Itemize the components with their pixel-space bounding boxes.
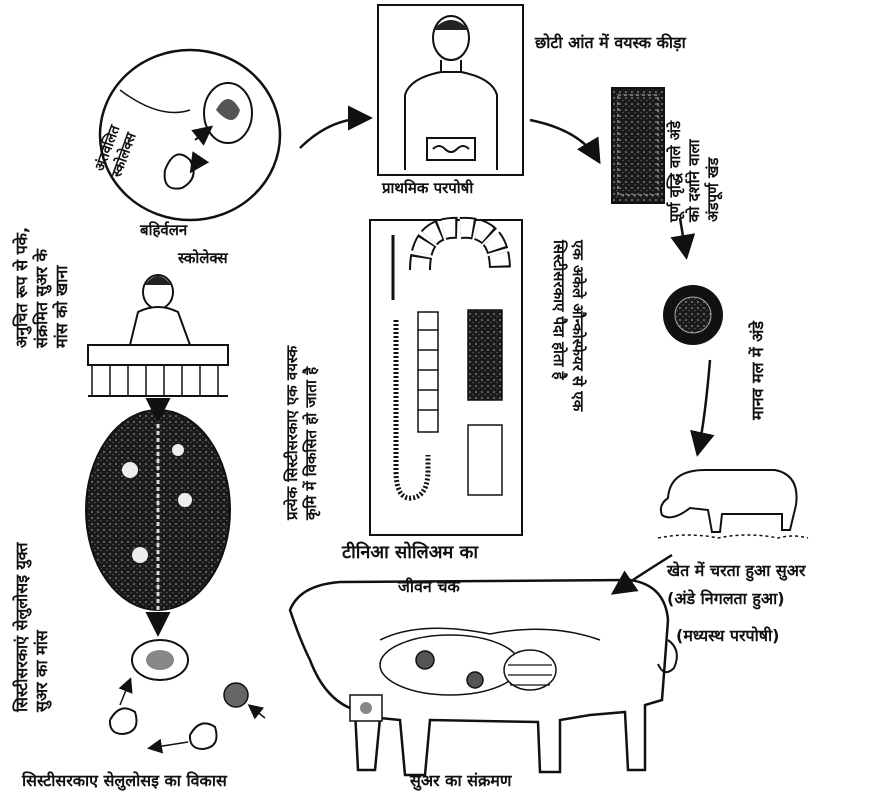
eating-pork-label: अनुचित रूप से पके, संक्रमित सुअर के मांस… bbox=[12, 227, 72, 348]
pork-with-cysts-label-2: सुअर का मांस bbox=[32, 543, 52, 712]
eating-pork-label-1: अनुचित रूप से पके, bbox=[12, 227, 32, 348]
pork-with-cysts-label: सिस्टीसरकाएं सेलुलोसइ युक्त सुअर का मांस bbox=[12, 543, 52, 712]
pork-with-cysts-label-1: सिस्टीसरकाएं सेलुलोसइ युक्त bbox=[12, 543, 32, 712]
pig-grazing-label-3: (मध्यस्थ परपोषी) bbox=[676, 627, 779, 645]
eating-pork-label-3: मांस को खाना bbox=[52, 227, 72, 348]
one-embryo-label: एक अकेले औन्कोस्फेयर से एक सिस्टीसरकाए प… bbox=[550, 240, 588, 411]
cysticercus-to-adult-label-1: प्रत्येक सिस्टीसरकाए एक वयस्क bbox=[283, 346, 302, 520]
adult-worm-box bbox=[370, 220, 522, 535]
pig-infection-label: सुअर का संक्रमण bbox=[410, 772, 511, 790]
evaginated-scolex-label-1: बहिर्वलन bbox=[140, 222, 187, 239]
evaginated-scolex-label-2: स्कोलेक्स bbox=[178, 250, 228, 267]
eating-pork-label-2: संक्रमित सुअर के bbox=[32, 227, 52, 348]
gravid-segment-label-2: को दर्शाने वाला bbox=[685, 121, 704, 222]
pork-with-cysts-figure bbox=[86, 410, 230, 610]
diagram-title-line2: जीवन चक bbox=[398, 578, 460, 596]
pig-grazing-label-2: (अंडे निगलता हुआ) bbox=[667, 590, 785, 608]
one-embryo-label-1: एक अकेले औन्कोस्फेयर से एक bbox=[568, 240, 587, 411]
primary-host-figure bbox=[378, 5, 523, 175]
cysticercus-to-adult-label-2: कृमि में विकसित हो जाता है bbox=[302, 346, 321, 520]
grazing-pig-figure bbox=[658, 470, 808, 538]
primary-host-label: प्राथमिक परपोषी bbox=[382, 180, 473, 197]
gravid-segment-label: पूर्ण वृद्धि वाले अंडे को दर्शाने वाला अ… bbox=[666, 121, 722, 222]
gravid-segment-label-3: अंडपूर्ण खंड bbox=[704, 121, 723, 222]
man-eating-figure bbox=[88, 275, 228, 396]
gravid-proglottid-figure bbox=[612, 88, 664, 203]
one-embryo-label-2: सिस्टीसरकाए पैदा होता है bbox=[550, 240, 569, 411]
egg-figure bbox=[663, 285, 723, 345]
pig-grazing-label-1: खेत में चरता हुआ सुअर bbox=[667, 562, 805, 580]
infected-pig-figure bbox=[290, 580, 677, 775]
adult-worm-label: छोटी आंत में वयस्क कीड़ा bbox=[535, 34, 686, 52]
diagram-title-line1: टीनिआ सोलिअम का bbox=[342, 543, 478, 564]
cysticercus-to-adult-label: प्रत्येक सिस्टीसरकाए एक वयस्क कृमि में व… bbox=[283, 346, 321, 520]
cysticercus-development-label: सिस्टीसरकाए सेलुलोसइ का विकास bbox=[22, 772, 227, 790]
eggs-in-feces-label: मानव मल में अंडे bbox=[748, 321, 768, 420]
gravid-segment-label-1: पूर्ण वृद्धि वाले अंडे bbox=[666, 121, 685, 222]
cysticercus-stages bbox=[110, 640, 265, 749]
